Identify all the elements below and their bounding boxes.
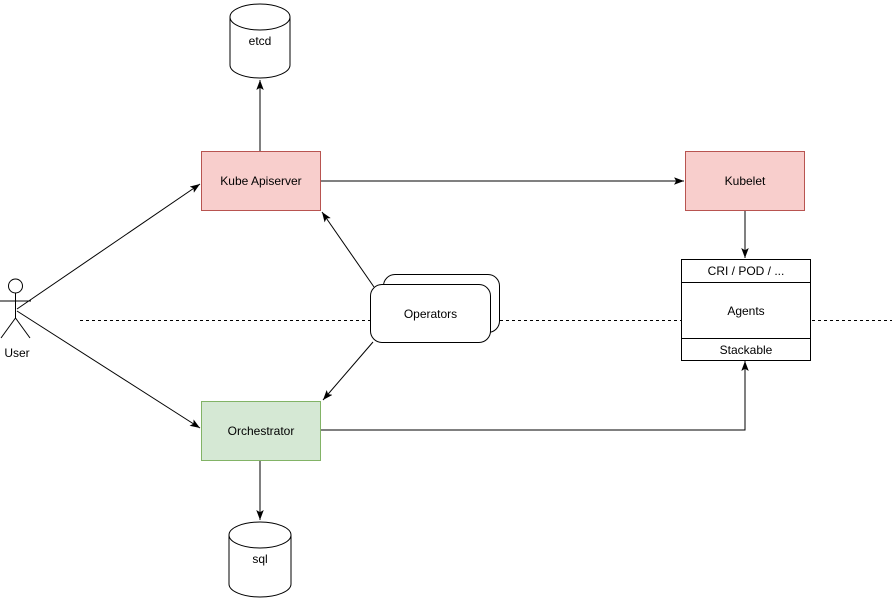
- agent-stack-node: CRI / POD / ... Agents Stackable: [681, 259, 811, 361]
- orchestrator-label: Orchestrator: [227, 424, 295, 438]
- edge-operators-to-orchestrator: [322, 341, 374, 401]
- agent-stack-footer: Stackable: [719, 342, 773, 357]
- kube-apiserver-node: Kube Apiserver: [201, 151, 321, 211]
- kubelet-node: Kubelet: [685, 151, 805, 211]
- edge-orchestrator-to-agent-stack: [321, 361, 749, 431]
- etcd-cylinder-icon: [229, 3, 291, 79]
- sql-label: sql: [252, 552, 268, 566]
- kube-apiserver-label: Kube Apiserver: [220, 174, 302, 188]
- operators-node: Operators: [370, 284, 491, 343]
- kubelet-label: Kubelet: [724, 174, 766, 188]
- etcd-label: etcd: [248, 34, 272, 48]
- edge-user-to-kube-apiserver: [16, 183, 201, 310]
- user-actor-icon: [0, 278, 31, 339]
- agent-stack-body: Agents: [682, 283, 810, 339]
- user-label: User: [4, 346, 30, 360]
- edge-user-to-orchestrator: [16, 310, 201, 429]
- sql-cylinder-icon: [228, 521, 292, 598]
- edge-operators-to-kube-apiserver: [321, 211, 375, 288]
- orchestrator-node: Orchestrator: [201, 401, 321, 461]
- agent-stack-header: CRI / POD / ...: [682, 260, 810, 283]
- operators-label: Operators: [403, 306, 458, 321]
